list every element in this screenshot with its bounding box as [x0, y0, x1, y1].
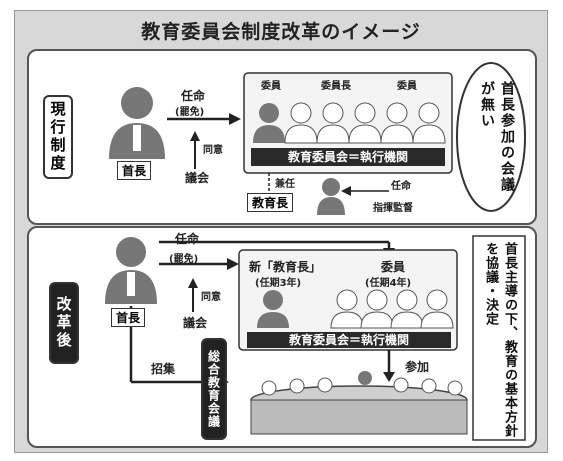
- current-dismiss-label: (罷免): [175, 107, 205, 118]
- reform-diagram: [105, 235, 526, 441]
- new-superintendent-label: 新「教育長」: [249, 260, 322, 274]
- current-note: 首長参加の会議が無い: [479, 81, 515, 193]
- current-consent-label: 同意: [203, 145, 223, 156]
- reform-dismiss-label: (罷免): [169, 254, 199, 265]
- current-concurrent-label: 兼任: [275, 179, 295, 190]
- current-superintendent-figure: [317, 178, 345, 215]
- current-superintendent-label: 教育長: [247, 193, 294, 212]
- current-member-label-3: 委員: [397, 81, 417, 92]
- reform-committee-members: [257, 289, 454, 329]
- current-committee-members: [253, 102, 446, 144]
- current-supervision-label: 指揮監督: [373, 203, 413, 214]
- current-member-label-2: 委員長: [321, 81, 351, 92]
- reform-committee-bar: 教育委員会＝執行機関: [247, 332, 451, 348]
- current-appoint2-label: 任命: [391, 181, 411, 192]
- reform-participate-label: 参加: [405, 360, 430, 374]
- conference-label: 総合教育会議: [201, 338, 227, 440]
- current-assembly-label: 議会: [185, 171, 210, 185]
- current-section-label: 現行制度: [43, 95, 73, 179]
- reform-section-label: 改革後: [49, 282, 79, 364]
- current-mayor-label: 首長: [117, 161, 152, 180]
- reform-mayor-figure: [105, 237, 157, 304]
- reform-note: 首長主導の下、教育の基本方針を協議・決定: [483, 242, 517, 438]
- figure-frame: 教育委員会制度改革のイメージ: [14, 10, 548, 453]
- conference-table: [250, 371, 468, 435]
- current-member-label-1: 委員: [261, 81, 281, 92]
- reform-member-term: (任期4年): [365, 278, 412, 289]
- reform-appoint-label: 任命: [175, 232, 200, 246]
- current-committee-bar: 教育委員会＝執行機関: [251, 148, 445, 166]
- reform-consent-label: 同意: [201, 292, 221, 303]
- reform-mayor-label: 首長: [111, 308, 146, 327]
- current-note-bubble: [456, 62, 526, 212]
- reform-member-label: 委員: [381, 260, 406, 274]
- current-appoint-label: 任命: [181, 89, 206, 103]
- reform-note-box: [472, 235, 526, 441]
- current-system-panel: 現行制度 任命 (罷免) 同意 首長 議会 委員 委員長 委員 教育委員会＝執行…: [27, 49, 537, 225]
- reform-assembly-label: 議会: [183, 316, 208, 330]
- reform-convene-label: 招集: [151, 362, 176, 376]
- new-superintendent-term: (任期3年): [255, 278, 302, 289]
- figure-title: 教育委員会制度改革のイメージ: [141, 21, 421, 43]
- current-mayor-figure: [109, 87, 165, 159]
- reform-panel: 改革後 任命 (罷免) 同意 首長 議会 新「教育長」 (任期3年) 委員 (任…: [27, 226, 537, 448]
